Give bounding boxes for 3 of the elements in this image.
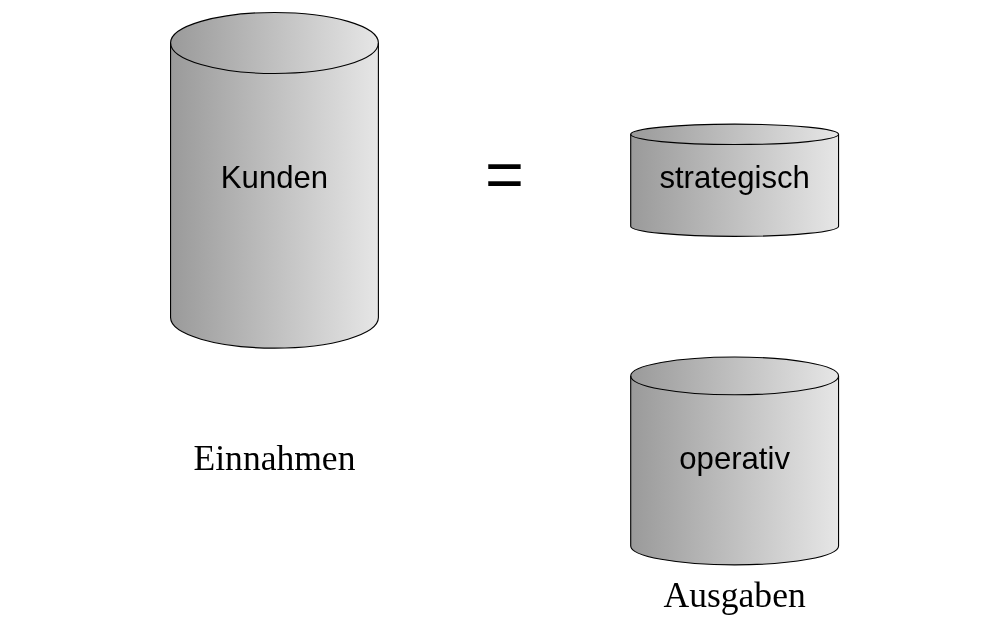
label: = xyxy=(484,136,524,211)
node-label: Einnahmen xyxy=(193,437,355,478)
node-label: Ausgaben xyxy=(663,574,806,615)
